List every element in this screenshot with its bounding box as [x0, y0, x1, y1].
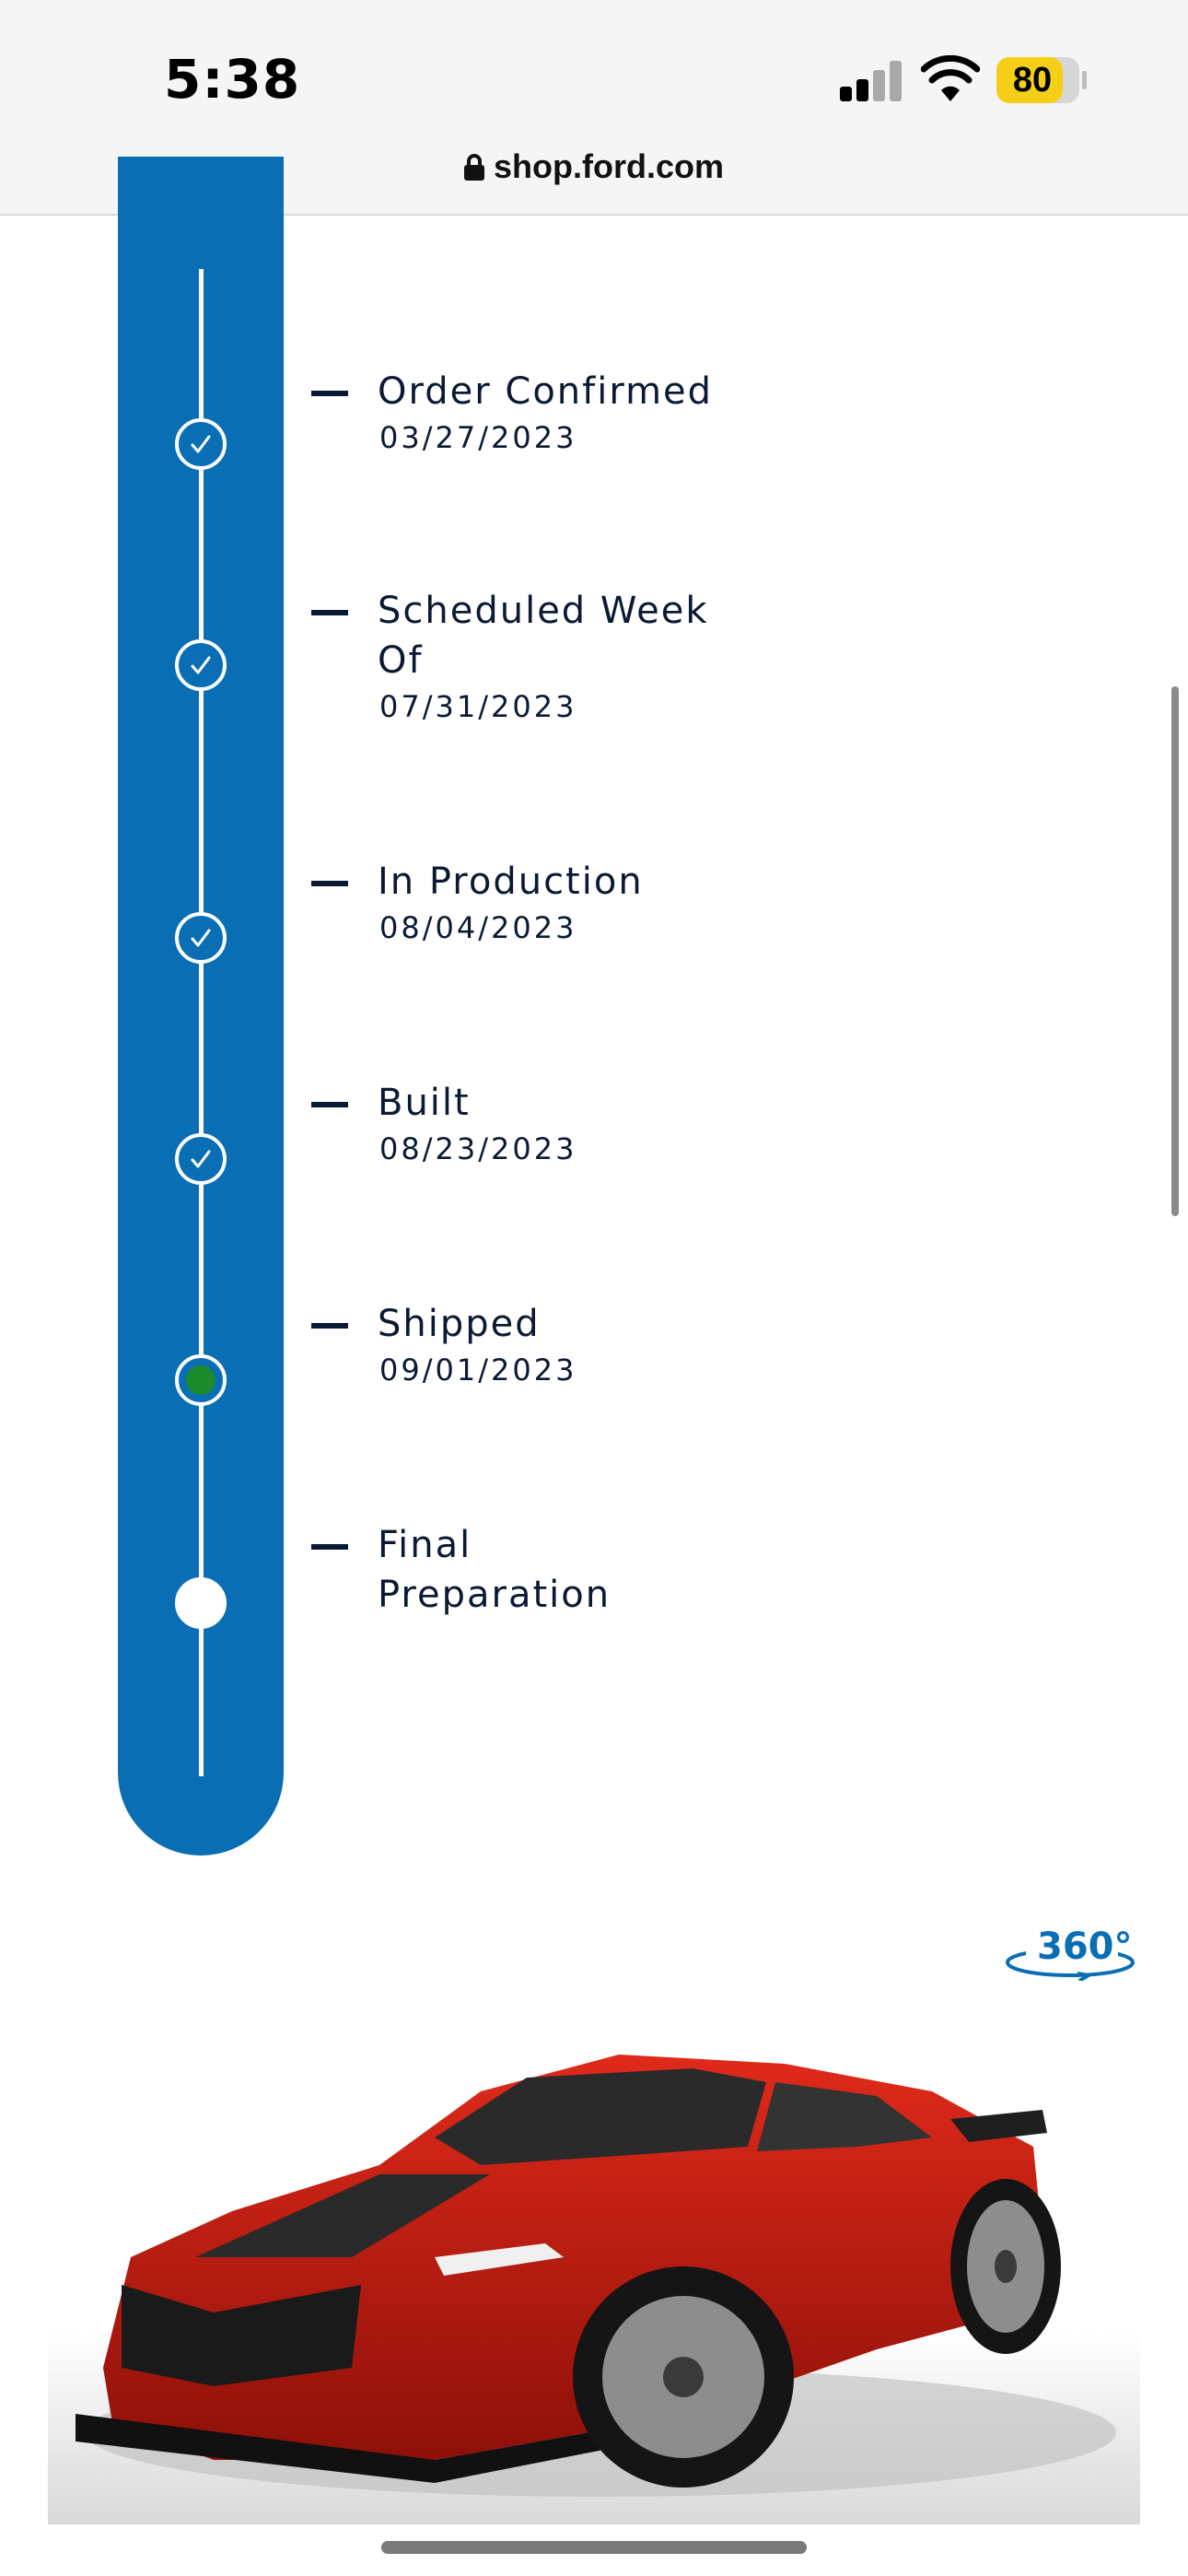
check-icon [191, 1150, 211, 1168]
timeline-node-complete [175, 418, 227, 470]
home-indicator[interactable] [381, 2541, 807, 2554]
check-icon [191, 656, 211, 674]
scrollbar[interactable] [1171, 686, 1179, 1216]
timeline-step-label: Order Confirmed [378, 370, 714, 413]
timeline-step-date: 08/23/2023 [379, 1131, 577, 1166]
timeline-node-complete [175, 639, 227, 691]
rotate-360-button[interactable]: 360° [1004, 1926, 1142, 1981]
car-image [48, 2055, 1140, 2524]
timeline-step-label: Final Preparation [378, 1524, 611, 1616]
battery-icon: 80 [996, 57, 1079, 103]
battery-fill [996, 57, 1063, 103]
wifi-icon [921, 55, 980, 101]
timeline-step-date: 09/01/2023 [379, 1352, 577, 1388]
clock-time: 5:38 [164, 48, 301, 111]
timeline-step-date: 03/27/2023 [379, 420, 577, 455]
timeline-step-label: Scheduled Week Of [378, 590, 709, 682]
timeline-node-current [175, 1354, 227, 1406]
timeline-step-date: 08/04/2023 [379, 910, 577, 945]
rotate-360-label: 360° [1037, 1926, 1133, 1968]
check-icon [191, 435, 211, 453]
timeline-dash [311, 391, 348, 396]
lock-icon [464, 154, 484, 181]
current-dot-icon [186, 1365, 215, 1395]
timeline-dash [311, 1323, 348, 1329]
timeline-node-pending [175, 1577, 227, 1629]
address-bar[interactable]: shop.ford.com [0, 147, 1188, 186]
timeline-dash [311, 610, 348, 615]
timeline-dash [311, 1102, 348, 1107]
url-text: shop.ford.com [494, 147, 724, 185]
timeline-step-label: In Production [378, 861, 644, 903]
rotate-360-icon [1006, 1938, 1135, 1981]
battery-percent: 80 [1012, 61, 1053, 100]
vehicle-image[interactable] [48, 1981, 1140, 2524]
battery-cap [1082, 71, 1087, 89]
check-icon [191, 929, 211, 947]
timeline-step-label: Built [378, 1082, 471, 1124]
cellular-signal-icon [840, 61, 904, 101]
timeline-step-label: Shipped [378, 1303, 541, 1345]
timeline-node-complete [175, 912, 227, 964]
timeline-node-complete [175, 1133, 227, 1185]
timeline-dash [311, 881, 348, 886]
timeline-step-date: 07/31/2023 [379, 689, 577, 724]
timeline-dash [311, 1544, 348, 1550]
timeline-line [199, 269, 204, 1776]
